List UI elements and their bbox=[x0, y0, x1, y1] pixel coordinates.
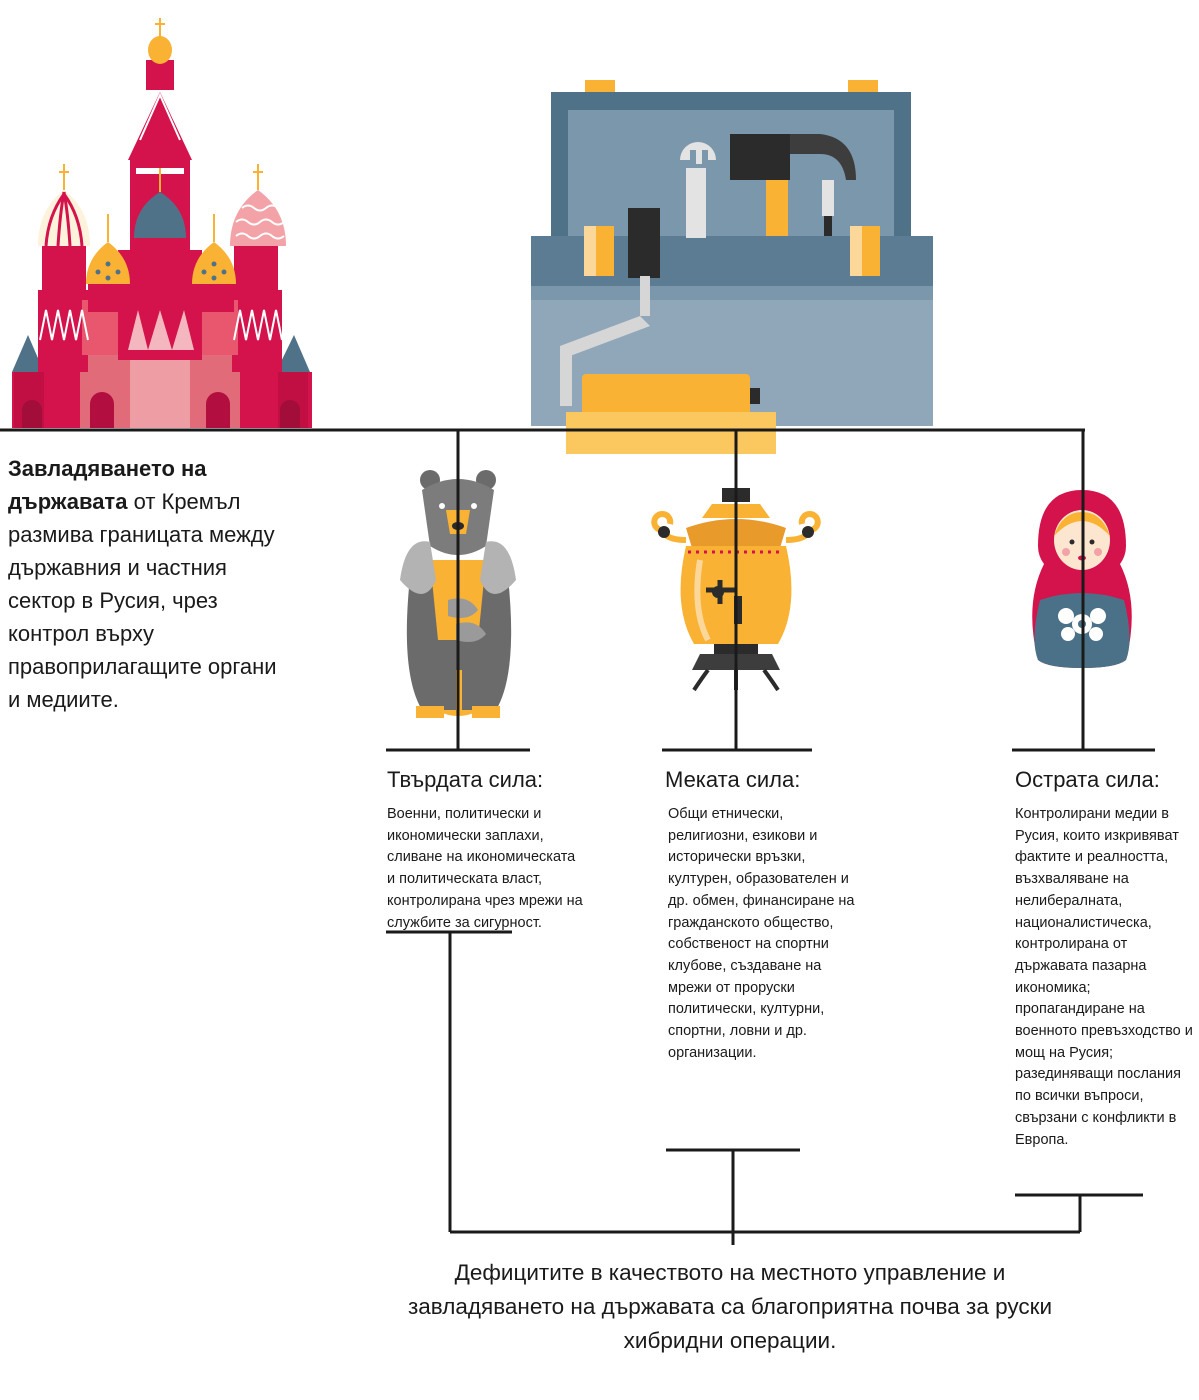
intro-rest: от Кремъл размива границата между държав… bbox=[8, 489, 277, 712]
hard-power-title: Твърдата сила: bbox=[387, 767, 544, 792]
sharp-power-body: Контролирани медии в Русия, които изкрив… bbox=[1015, 806, 1193, 1148]
connector-lines bbox=[0, 428, 1155, 1245]
toolbox-illustration bbox=[531, 80, 933, 454]
intro-bold: Завладяването на държавата bbox=[8, 456, 207, 514]
soft-power-title: Меката сила: bbox=[665, 767, 801, 792]
hard-power-body: Военни, политически и икономически запла… bbox=[387, 806, 583, 931]
soft-power-body: Общи етнически, религиозни, езикови и ис… bbox=[668, 806, 855, 1061]
intro-text: Завладяването на държавата от Кремъл раз… bbox=[8, 452, 293, 716]
kremlin-illustration bbox=[12, 18, 312, 428]
sharp-power-title: Острата сила: bbox=[1015, 767, 1160, 792]
footer-text: Дефицитите в качеството на местното упра… bbox=[407, 1260, 1053, 1353]
